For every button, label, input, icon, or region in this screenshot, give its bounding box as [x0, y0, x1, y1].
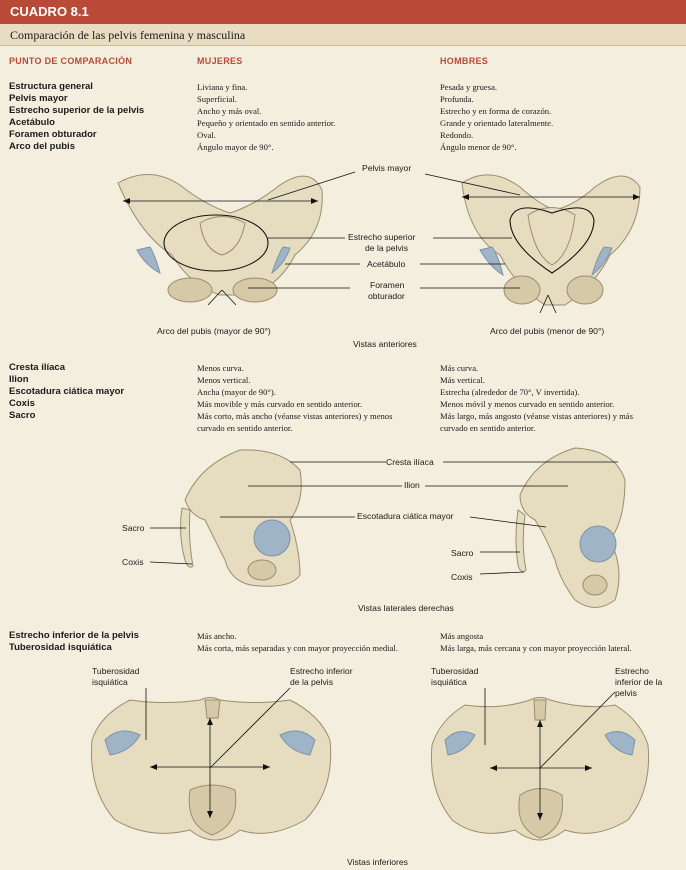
label-coxis-male: Coxis: [451, 572, 473, 582]
women-cell: Superficial.: [197, 94, 237, 104]
women-cell: Menos curva.: [197, 363, 244, 373]
label-arco-pubis-female: Arco del pubis (mayor de 90°): [157, 326, 271, 336]
label-foramen-line2: obturador: [368, 291, 405, 301]
label-cresta-iliaca: Cresta ilíaca: [386, 457, 434, 467]
box-title: Comparación de las pelvis femenina y mas…: [10, 28, 246, 42]
women-cell: Oval.: [197, 130, 216, 140]
women-cell: Más ancho.: [197, 631, 237, 641]
box-header: CUADRO 8.1: [0, 0, 686, 24]
male-pelvis-lateral: [515, 447, 626, 608]
label-tuberosidad-male-line1: Tuberosidad: [431, 666, 479, 676]
label-arco-pubis-male: Arco del pubis (menor de 90°): [490, 326, 605, 336]
label-estrecho-inferior-male-line2: inferior de la: [615, 677, 663, 687]
women-cell: Más movible y más curvado en sentido ant…: [197, 399, 363, 409]
men-cell: Pesada y gruesa.: [440, 82, 498, 92]
label-estrecho-inferior-female-line1: Estrecho inferior: [290, 666, 353, 676]
anterior-views-figure: [117, 171, 641, 314]
box-number: CUADRO 8.1: [10, 4, 89, 19]
label-escotadura-ciatica: Escotadura ciática mayor: [357, 511, 454, 521]
men-cell: Más largo, más angosto (véanse vistas an…: [440, 411, 633, 421]
label-sacro-female: Sacro: [122, 523, 145, 533]
row-label: Estrecho superior de la pelvis: [9, 105, 145, 116]
men-cell: curvado en sentido anterior.: [440, 423, 536, 433]
men-cell: Más larga, más cercana y con mayor proye…: [440, 643, 632, 653]
male-pelvis-anterior: [461, 174, 641, 306]
women-cell: Ancha (mayor de 90°).: [197, 387, 276, 397]
box-title-bar: Comparación de las pelvis femenina y mas…: [0, 24, 686, 46]
col-header-men: HOMBRES: [440, 56, 489, 66]
women-cell: Pequeño y orientado en sentido anterior.: [197, 118, 336, 128]
female-pelvis-inferior: [91, 697, 332, 841]
label-pelvis-mayor: Pelvis mayor: [362, 163, 412, 173]
men-cell: Estrecha (alrededor de 70°, V invertida)…: [440, 387, 580, 397]
women-cell: Más corta, más separadas y con mayor pro…: [197, 643, 398, 653]
label-estrecho-superior-line1: Estrecho superior: [348, 232, 416, 242]
label-tuberosidad-male-line2: isquiática: [431, 677, 467, 687]
caption-inferior-views: Vistas inferiores: [347, 857, 408, 867]
women-cell: Más corto, más ancho (véanse vistas ante…: [197, 411, 393, 421]
men-cell: Más angosta: [440, 631, 484, 641]
label-ilion: Ilion: [404, 480, 420, 490]
male-inlet-outline: [509, 207, 595, 274]
label-tuberosidad-female-line2: isquiática: [92, 677, 128, 687]
men-cell: Redondo.: [440, 130, 474, 140]
row-label: Foramen obturador: [9, 129, 97, 140]
row-label: Estrecho inferior de la pelvis: [9, 630, 139, 641]
women-cell: Ancho y más oval.: [197, 106, 262, 116]
female-inlet-outline: [163, 214, 269, 272]
men-cell: Más curva.: [440, 363, 479, 373]
label-acetabulo: Acetábulo: [367, 259, 406, 269]
label-foramen-line1: Foramen: [370, 280, 405, 290]
men-cell: Grande y orientado lateralmente.: [440, 118, 554, 128]
inferior-views-figure: [91, 687, 650, 841]
row-label: Tuberosidad isquiática: [9, 642, 112, 653]
label-sacro-male: Sacro: [451, 548, 474, 558]
women-cell: Ángulo mayor de 90°.: [197, 142, 274, 152]
label-coxis-female: Coxis: [122, 557, 144, 567]
men-cell: Ángulo menor de 90°.: [440, 142, 517, 152]
row-label: Pelvis mayor: [9, 93, 68, 104]
female-pelvis-lateral: [180, 449, 302, 587]
label-estrecho-inferior-male-line1: Estrecho: [615, 666, 649, 676]
men-cell: Más vertical.: [440, 375, 485, 385]
caption-lateral-views: Vistas laterales derechas: [358, 603, 454, 613]
row-label: Acetábulo: [9, 117, 55, 128]
col-header-women: MUJERES: [197, 56, 243, 66]
row-label: Ilion: [9, 374, 29, 385]
row-label: Escotadura ciática mayor: [9, 386, 125, 397]
women-cell: Menos vertical.: [197, 375, 251, 385]
men-cell: Estrecho y en forma de corazón.: [440, 106, 552, 116]
row-label: Estructura general: [9, 81, 93, 92]
row-label: Cresta ilíaca: [9, 362, 65, 373]
lateral-views-figure: [149, 447, 626, 608]
label-estrecho-superior-line2: de la pelvis: [365, 243, 408, 253]
row-label: Sacro: [9, 410, 36, 421]
female-pelvis-anterior: [117, 174, 323, 303]
label-estrecho-inferior-male-line3: pelvis: [615, 688, 637, 698]
col-header-point: PUNTO DE COMPARACIÓN: [9, 56, 133, 66]
row-label: Coxis: [9, 398, 35, 409]
women-cell: Liviana y fina.: [197, 82, 248, 92]
women-cell: curvado en sentido anterior.: [197, 423, 293, 433]
caption-anterior-views: Vistas anteriores: [353, 339, 417, 349]
label-tuberosidad-female-line1: Tuberosidad: [92, 666, 140, 676]
row-label: Arco del pubis: [9, 141, 75, 152]
label-estrecho-inferior-female-line2: de la pelvis: [290, 677, 333, 687]
men-cell: Profunda.: [440, 94, 474, 104]
men-cell: Menos móvil y menos curvado en sentido a…: [440, 399, 615, 409]
